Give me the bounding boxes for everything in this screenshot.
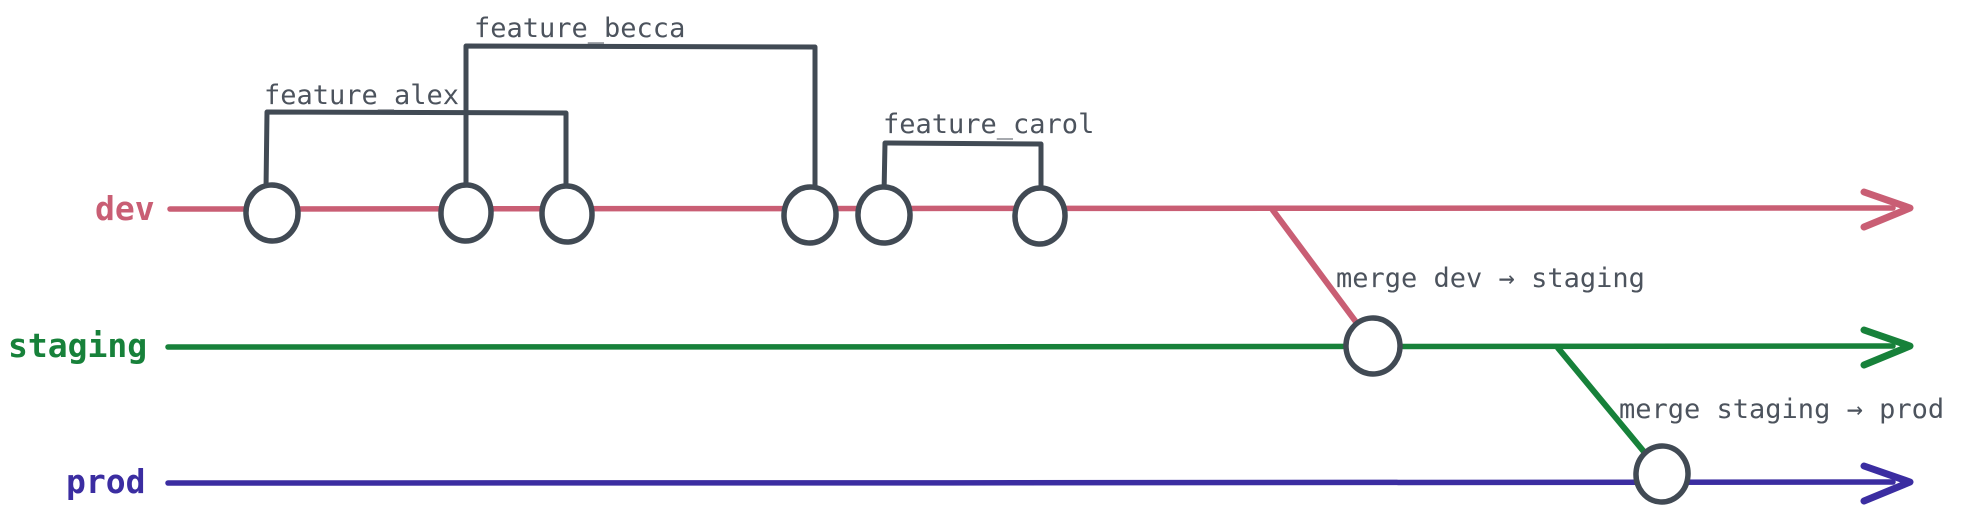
merge-staging-to-prod-label: merge staging → prod — [1619, 394, 1944, 425]
merge-dev-to-staging-label: merge dev → staging — [1336, 263, 1645, 294]
staging-arrow-icon — [1860, 326, 1914, 369]
commit-node-dev-2 — [438, 182, 494, 244]
merge-staging-to-prod-line — [1555, 345, 1653, 462]
dev-arrow-icon — [1860, 188, 1914, 231]
merge-dev-to-staging-line — [1269, 206, 1365, 333]
staging-line — [165, 343, 1896, 350]
commit-node-dev-3 — [539, 183, 595, 245]
branch-label-staging: staging — [8, 326, 147, 365]
commit-node-staging-merge — [1343, 315, 1403, 377]
feature-alex-label: feature_alex — [264, 80, 459, 111]
branch-label-prod: prod — [66, 462, 145, 501]
feature-becca-label: feature_becca — [474, 13, 685, 44]
commit-node-dev-6 — [1012, 185, 1068, 247]
branch-dev: dev — [95, 188, 1914, 231]
feature-carol-label: feature_carol — [883, 109, 1094, 140]
prod-arrow-icon — [1860, 462, 1914, 505]
commit-node-dev-1 — [243, 182, 301, 244]
commit-node-prod-merge — [1633, 443, 1691, 505]
branch-staging: staging — [8, 326, 1914, 369]
feature-becca-bracket — [463, 43, 818, 195]
commit-node-dev-4 — [781, 184, 839, 246]
feature-alex-bracket — [263, 109, 569, 193]
commit-node-dev-5 — [855, 184, 913, 246]
branch-label-dev: dev — [95, 189, 155, 228]
branch-prod: prod — [66, 462, 1914, 505]
feature-carol-bracket — [881, 140, 1044, 198]
